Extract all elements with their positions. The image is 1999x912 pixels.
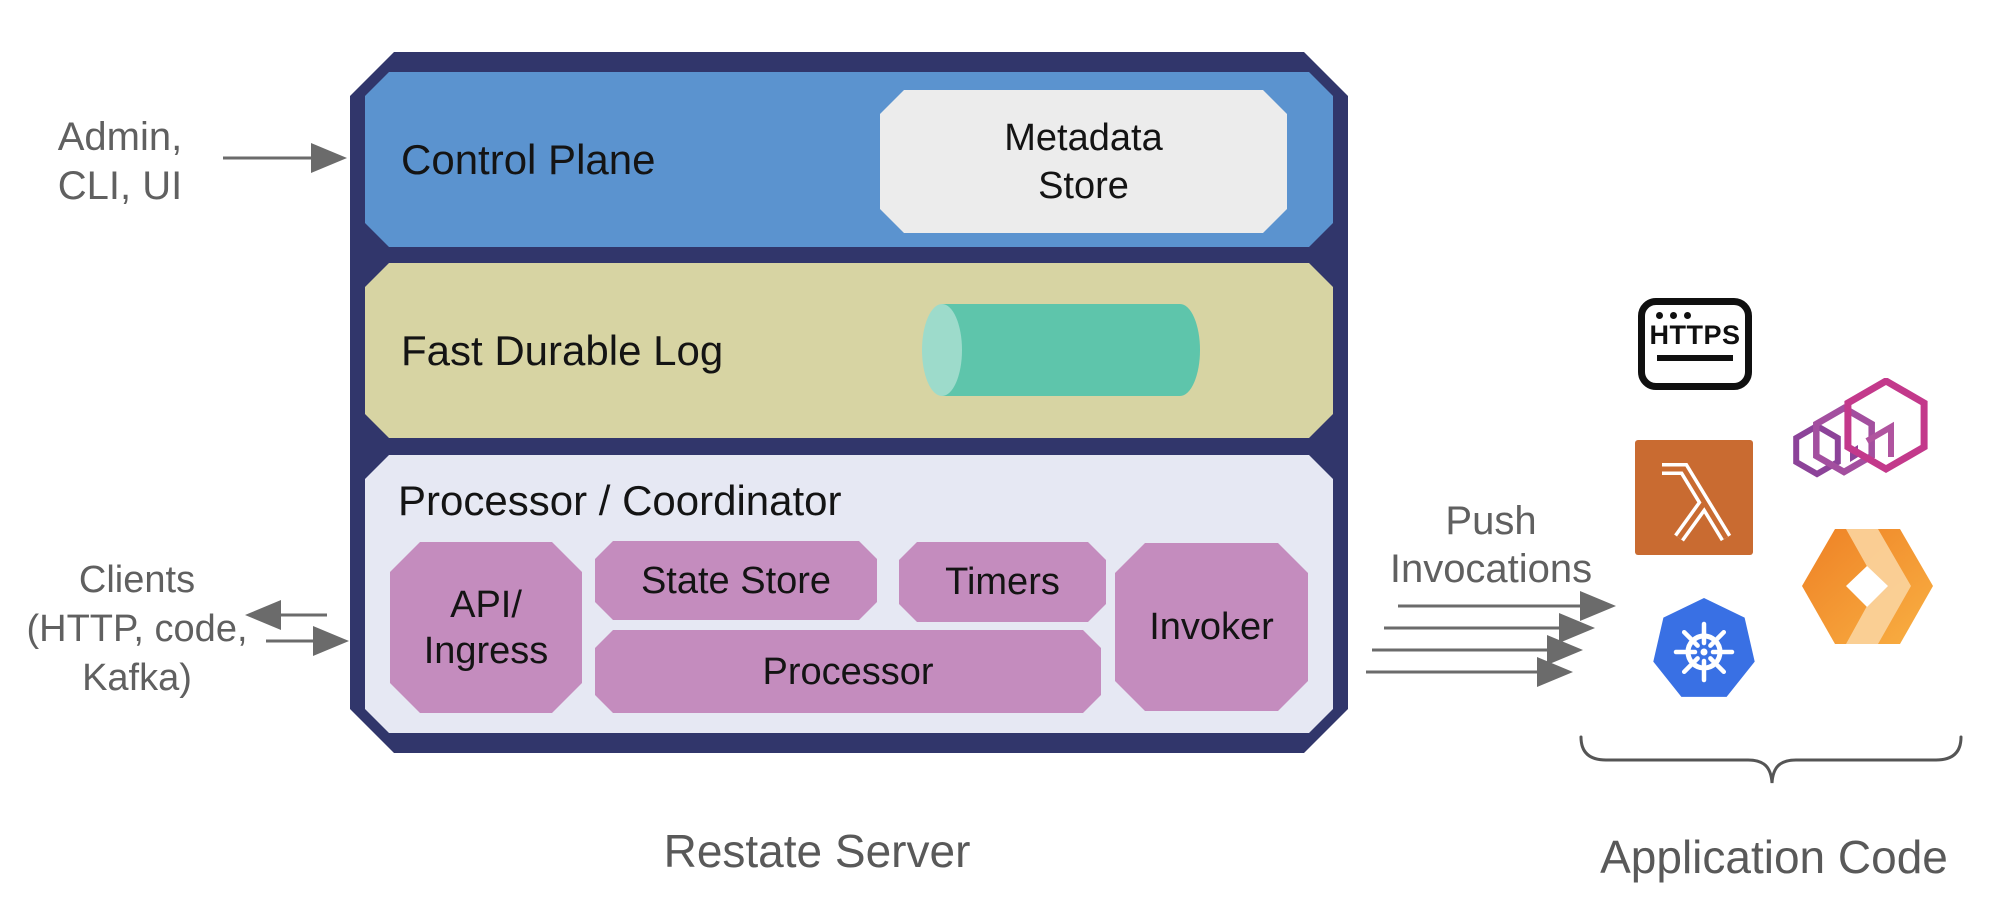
push-line1: Push bbox=[1445, 499, 1537, 543]
timers-label: Timers bbox=[945, 561, 1060, 603]
api-ingress-box: API/ Ingress bbox=[390, 542, 582, 713]
processor-coordinator-label: Processor / Coordinator bbox=[398, 477, 842, 525]
admin-line2: CLI, UI bbox=[57, 164, 183, 208]
metadata-store-line1: Metadata bbox=[1004, 116, 1163, 159]
durable-log-box: Fast Durable Log bbox=[365, 263, 1333, 438]
clients-line1: Clients bbox=[78, 559, 196, 601]
restate-server-caption-text: Restate Server bbox=[663, 825, 971, 877]
browser-dot bbox=[1656, 312, 1663, 319]
cloudflare-workers-icon bbox=[1802, 529, 1933, 644]
restate-server-caption: Restate Server bbox=[615, 824, 1019, 878]
browser-dot bbox=[1670, 312, 1677, 319]
invoker-box: Invoker bbox=[1115, 543, 1308, 711]
application-code-caption: Application Code bbox=[1574, 830, 1974, 884]
application-code-brace bbox=[1579, 735, 1963, 784]
https-browser-icon: HTTPS bbox=[1638, 298, 1752, 390]
control-plane-label: Control Plane bbox=[401, 72, 655, 247]
log-cylinder-icon bbox=[922, 304, 1200, 396]
state-store-box: State Store bbox=[595, 541, 877, 620]
browser-dot bbox=[1684, 312, 1691, 319]
processor-label: Processor bbox=[762, 650, 934, 693]
api-ingress-line1: API/ bbox=[450, 583, 522, 626]
admin-line1: Admin, bbox=[57, 115, 183, 159]
push-line2: Invocations bbox=[1389, 547, 1593, 591]
admin-cli-ui-label: Admin, CLI, UI bbox=[20, 113, 220, 211]
kubernetes-icon bbox=[1653, 598, 1755, 697]
clients-line2: (HTTP, code, bbox=[26, 608, 248, 650]
durable-log-label: Fast Durable Log bbox=[401, 263, 723, 438]
control-plane-label-text: Control Plane bbox=[401, 135, 656, 183]
log-cylinder-cap bbox=[922, 304, 962, 396]
clients-line3: Kafka) bbox=[82, 657, 192, 699]
invoker-label: Invoker bbox=[1149, 606, 1274, 648]
processor-box: Processor bbox=[595, 630, 1101, 713]
metadata-store-box: Metadata Store bbox=[880, 90, 1287, 233]
containers-hexagons-icon bbox=[1793, 378, 1928, 478]
application-code-caption-text: Application Code bbox=[1600, 831, 1948, 883]
aws-lambda-icon bbox=[1635, 440, 1753, 555]
state-store-label: State Store bbox=[640, 559, 832, 602]
durable-log-label-text: Fast Durable Log bbox=[401, 326, 724, 374]
api-ingress-line2: Ingress bbox=[423, 629, 549, 672]
https-icon-label: HTTPS bbox=[1649, 320, 1741, 350]
log-cylinder-body bbox=[942, 304, 1200, 396]
clients-label: Clients (HTTP, code, Kafka) bbox=[12, 556, 262, 703]
https-icon-underline bbox=[1657, 355, 1733, 361]
timers-box: Timers bbox=[899, 542, 1106, 622]
browser-dots bbox=[1656, 312, 1745, 319]
processor-coordinator-label-text: Processor / Coordinator bbox=[398, 477, 842, 524]
push-invocations-label: Push Invocations bbox=[1388, 497, 1594, 593]
metadata-store-line2: Store bbox=[1038, 164, 1129, 207]
